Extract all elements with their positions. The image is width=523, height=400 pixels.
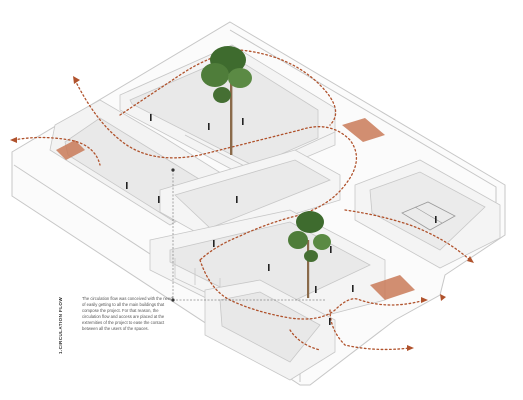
arrow-icon [10,76,474,351]
person-icon [126,114,437,325]
tree-icon [288,211,331,298]
diagram-label: 1.CIRCULATION FLOW [58,296,63,354]
sports-court [401,201,456,231]
tree-icon [201,46,252,155]
section-guide [171,168,325,302]
southwest-building [204,279,336,381]
east-building [354,159,501,269]
central-building [159,149,341,241]
roof-accents [56,118,415,300]
circulation-flow [13,49,471,351]
diagram-caption: The circulation flow was conceived with … [82,296,173,332]
